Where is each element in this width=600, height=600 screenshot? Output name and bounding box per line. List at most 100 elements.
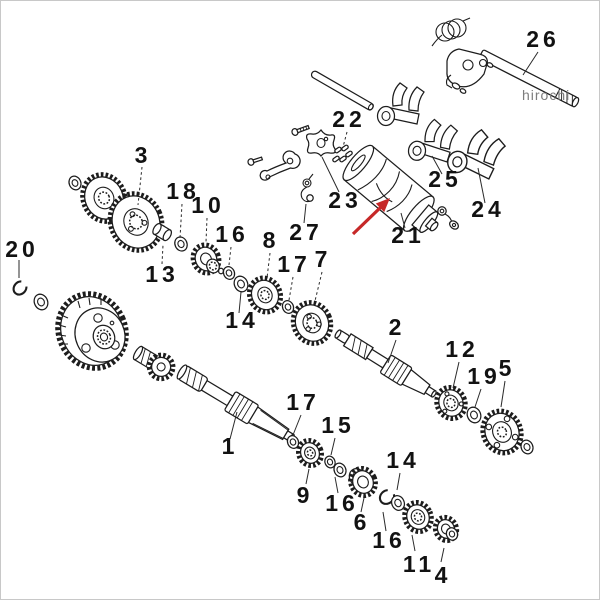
part-label-23: 23 — [328, 187, 362, 213]
leader-10 — [205, 217, 208, 243]
leader-21 — [400, 212, 406, 229]
part-label-17: 17 — [277, 251, 311, 277]
leader-19 — [474, 388, 482, 408]
washer-18 — [174, 236, 188, 252]
leader-22 — [342, 131, 348, 148]
drum-stopper-arm — [300, 173, 314, 203]
part-label-19: 19 — [467, 363, 501, 389]
shift-drum — [342, 144, 439, 233]
part-label-6: 6 — [354, 509, 371, 535]
leader-15 — [330, 437, 336, 456]
shift-fork-left — [376, 82, 425, 127]
leader-11 — [411, 534, 416, 552]
gear-12 — [434, 384, 468, 422]
part-label-16c: 16 — [372, 527, 406, 553]
washer — [68, 175, 82, 191]
leader-14a — [238, 291, 242, 314]
gear-3 — [107, 191, 165, 253]
part-label-3: 3 — [135, 142, 152, 168]
leader-17a — [288, 276, 294, 301]
part-label-26: 26 — [526, 26, 560, 52]
circlip-20 — [12, 280, 28, 296]
leader-23 — [321, 156, 340, 193]
countershaft — [334, 329, 437, 398]
washer-14 — [233, 275, 249, 293]
part-label-14: 14 — [225, 307, 259, 333]
part-label-18: 18 — [166, 178, 200, 204]
leader-25 — [431, 155, 443, 175]
gear-5 — [480, 408, 524, 456]
leader-27 — [303, 203, 307, 224]
washer-16 — [333, 462, 347, 478]
leader-18 — [179, 203, 183, 239]
cam-rollers — [332, 144, 353, 163]
leader-4 — [440, 547, 445, 563]
leader-24 — [477, 167, 486, 204]
gear-7 — [290, 300, 334, 346]
leader-2 — [387, 339, 397, 364]
leader-8 — [266, 252, 271, 279]
part-labels: 3 18 10 16 20 13 14 8 17 7 27 23 22 21 2… — [5, 26, 560, 588]
part-label-5: 5 — [499, 355, 516, 381]
leader-5 — [500, 380, 506, 408]
washer-15 — [324, 455, 336, 469]
washer-17 — [286, 435, 300, 449]
part-label-17b: 17 — [286, 389, 320, 415]
leader-13 — [161, 244, 164, 265]
part-label-27: 27 — [289, 219, 323, 245]
washer-16 — [390, 495, 406, 511]
leader-16a — [228, 246, 232, 266]
washer-17 — [281, 300, 295, 314]
kickstarter-pinion — [132, 345, 176, 382]
leader-17b — [292, 414, 302, 436]
part-label-21: 21 — [391, 222, 425, 248]
bolt-small — [247, 156, 264, 166]
circlip-14 — [378, 489, 396, 505]
shift-spindle-plate — [445, 48, 494, 94]
washer-19 — [466, 406, 482, 424]
part-label-10: 10 — [191, 192, 225, 218]
leader-6 — [360, 497, 365, 513]
part-label-25: 25 — [428, 166, 462, 192]
part-label-20: 20 — [5, 236, 39, 262]
leader-1 — [229, 411, 238, 440]
fork-shaft-rod — [310, 70, 374, 111]
watermark: hirochi — [522, 87, 570, 103]
part-label-14b: 14 — [386, 447, 420, 473]
highlight-arrow — [351, 198, 390, 236]
part-label-16: 16 — [215, 221, 249, 247]
shift-cam-plate — [305, 128, 337, 158]
part-label-13: 13 — [145, 261, 179, 287]
washer — [520, 439, 534, 455]
leader-26 — [522, 51, 539, 76]
part-label-1: 1 — [222, 433, 239, 459]
part-label-11: 11 — [403, 551, 435, 577]
leader-16c — [382, 511, 387, 532]
leader-14b — [396, 472, 401, 491]
part-label-7: 7 — [315, 246, 332, 272]
bolt — [291, 124, 310, 136]
gearshift-arm — [259, 150, 301, 181]
part-label-16b: 16 — [325, 490, 359, 516]
leader-12 — [452, 361, 460, 389]
leader-3 — [137, 166, 143, 206]
gear-6 — [348, 465, 378, 499]
washer-16 — [222, 266, 236, 280]
part-label-4: 4 — [435, 562, 452, 588]
washer — [33, 293, 49, 311]
part-label-8: 8 — [263, 227, 280, 253]
leader-16b — [334, 476, 339, 494]
leader-9 — [305, 468, 310, 485]
input-shaft — [176, 364, 295, 443]
torsion-spring — [431, 17, 471, 47]
part-label-2: 2 — [389, 314, 406, 340]
gear-4 — [432, 514, 460, 544]
part-label-15: 15 — [321, 412, 355, 438]
leader-lines — [18, 51, 539, 563]
leader-7 — [314, 271, 323, 302]
part-label-22: 22 — [332, 106, 366, 132]
part-label-24: 24 — [471, 196, 505, 222]
part-label-9: 9 — [297, 482, 314, 508]
